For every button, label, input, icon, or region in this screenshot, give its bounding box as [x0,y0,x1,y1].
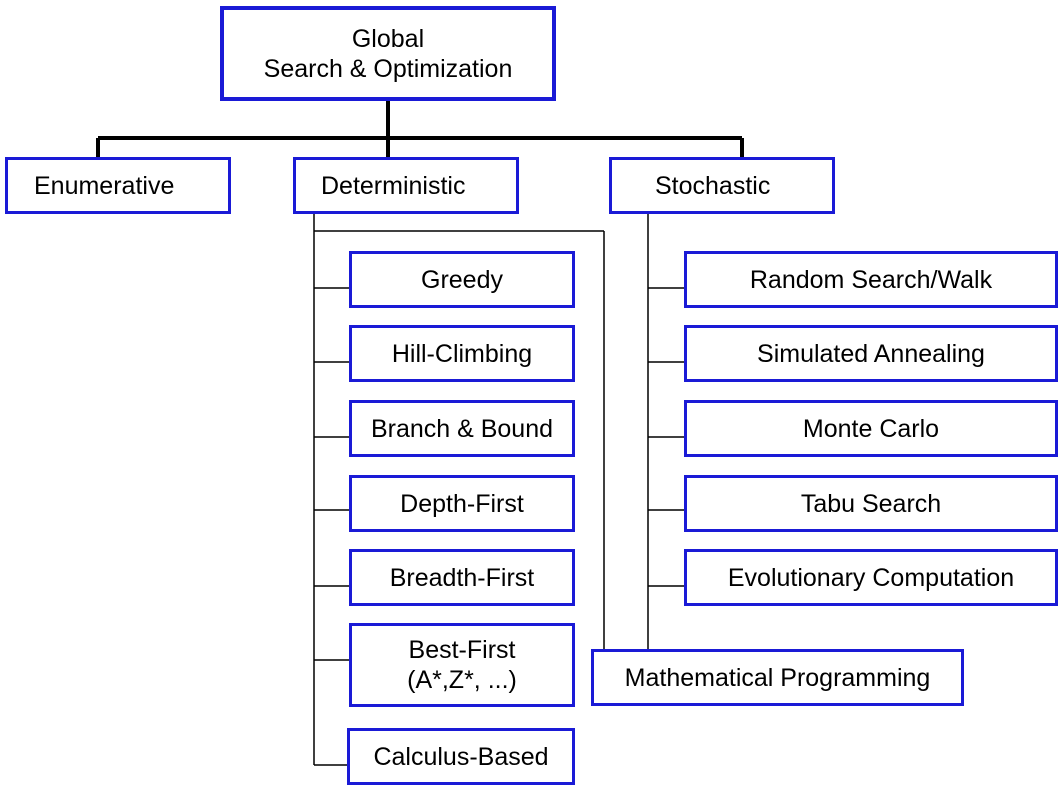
method-tabu-search: Tabu Search [684,475,1058,532]
category-deterministic: Deterministic [293,157,519,214]
method-calculus-based: Calculus-Based [347,728,575,785]
method-random-search-walk: Random Search/Walk [684,251,1058,308]
method-breadth-first: Breadth-First [349,549,575,606]
root-node-global-search-optimization: Global Search & Optimization [220,6,556,101]
method-best-first: Best-First (A*,Z*, ...) [349,623,575,707]
method-depth-first: Depth-First [349,475,575,532]
category-enumerative: Enumerative [5,157,231,214]
method-mathematical-programming: Mathematical Programming [591,649,964,706]
method-simulated-annealing: Simulated Annealing [684,325,1058,382]
category-stochastic: Stochastic [609,157,835,214]
method-greedy: Greedy [349,251,575,308]
method-evolutionary-computation: Evolutionary Computation [684,549,1058,606]
method-branch-and-bound: Branch & Bound [349,400,575,457]
method-hill-climbing: Hill-Climbing [349,325,575,382]
method-monte-carlo: Monte Carlo [684,400,1058,457]
